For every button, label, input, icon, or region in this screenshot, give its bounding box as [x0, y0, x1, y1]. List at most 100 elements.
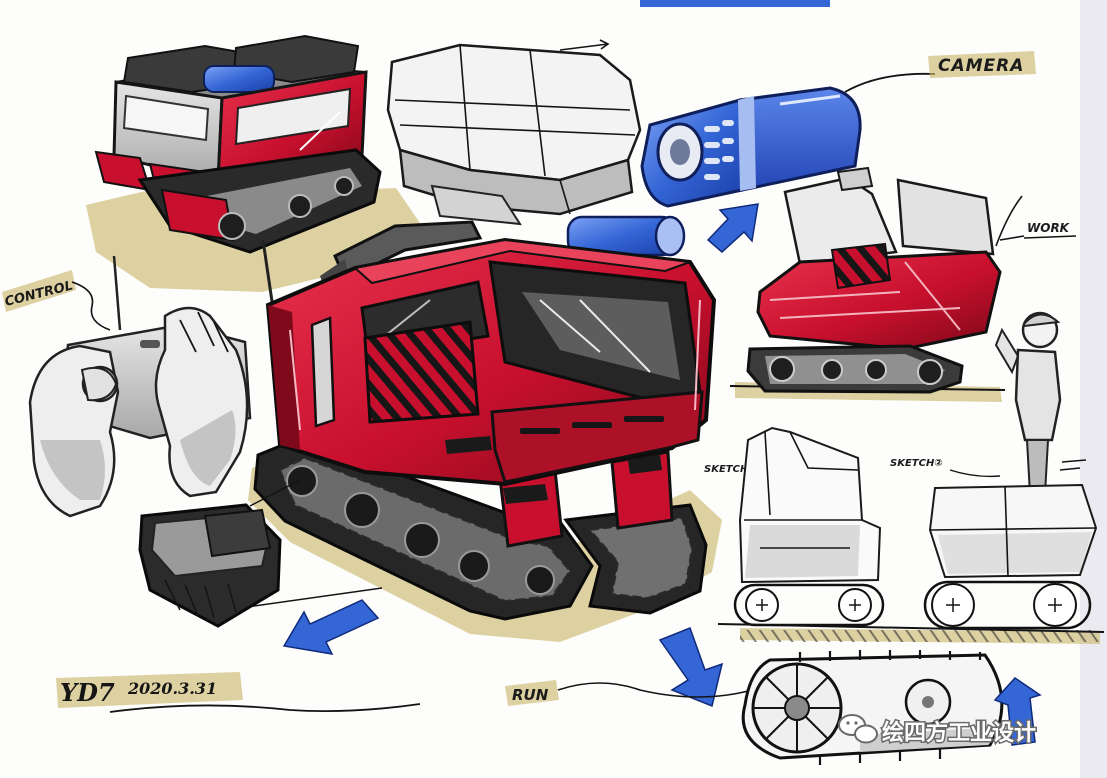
controller-antenna — [112, 255, 122, 331]
volume-foot — [430, 184, 522, 226]
work-underline — [1023, 235, 1077, 239]
work-label: WORK — [1027, 221, 1071, 235]
ground-line — [717, 623, 1105, 633]
camera-vent-slots — [704, 120, 734, 180]
top-box-right — [896, 178, 995, 256]
top-blue-strip — [640, 0, 830, 7]
watermark-text: 绘四方工业设计 — [882, 720, 1036, 746]
run-label: RUN — [512, 686, 549, 704]
remote-controller-in-hands — [28, 255, 252, 518]
left-thumb — [80, 366, 118, 402]
up-right-arrow-icon — [706, 203, 759, 254]
camera-leader-line — [844, 72, 936, 93]
road-wheel — [404, 522, 440, 558]
right-hand-shade — [180, 410, 236, 486]
sketch-1-outline — [733, 426, 885, 627]
run-leader-line — [557, 682, 753, 698]
sketch-1-lines — [744, 431, 862, 549]
striped-panel — [363, 320, 480, 424]
module-segments — [164, 579, 237, 619]
track-wheel — [821, 359, 843, 381]
camera-band — [738, 96, 756, 191]
track-wheel — [917, 359, 943, 385]
right-track-band — [588, 516, 694, 600]
wheel-crosses — [756, 599, 861, 611]
signature-squiggle — [109, 703, 421, 713]
up-arrow-icon — [993, 677, 1042, 746]
drive-wheel-hub — [784, 695, 810, 721]
sketch-1-shade — [745, 525, 860, 578]
headlight — [628, 455, 662, 474]
body-highlights — [769, 261, 961, 331]
top-box-cap — [836, 166, 874, 192]
khaki-label-highlight-camera — [928, 51, 1036, 78]
door-handle — [310, 316, 336, 428]
drive-wheel-spokes — [753, 664, 841, 752]
window-reflection — [522, 292, 680, 380]
main-crawler-vehicle — [248, 215, 722, 642]
sketch-1-label: SKETCH① — [704, 464, 757, 475]
khaki-label-highlight-run — [505, 680, 559, 706]
camera-lens-core — [670, 139, 690, 165]
work-vehicle-side-view — [729, 166, 1025, 402]
operator-body — [1014, 348, 1062, 442]
platform-shade — [938, 532, 1092, 574]
camera-module — [640, 72, 936, 208]
ground-hatching — [740, 630, 1100, 642]
front-leg-right — [610, 450, 674, 530]
track-teeth — [798, 650, 982, 765]
khaki-label-highlight-control — [2, 270, 76, 312]
grey-volume-sketch — [386, 39, 642, 226]
left-hand-shade — [40, 440, 105, 500]
front-lower-panel — [490, 390, 704, 484]
body-highlights — [289, 299, 701, 431]
work-leader-line — [995, 195, 1025, 247]
wheel-crosses — [946, 598, 1062, 612]
road-wheel — [458, 550, 490, 582]
wechat-icon — [838, 714, 878, 744]
track-wheel — [769, 356, 795, 382]
module-leader-line — [239, 479, 383, 609]
track-wheel — [288, 194, 312, 218]
sketch-2-outline — [923, 459, 1098, 630]
camera-cylinder-end — [654, 215, 686, 257]
module-block — [203, 508, 272, 558]
side-lamp — [445, 436, 492, 454]
cab-roof — [352, 238, 691, 285]
khaki-signature-highlight — [56, 672, 243, 708]
track-module-detail — [138, 479, 383, 628]
window-glint — [539, 299, 651, 373]
road-wheel — [344, 492, 380, 528]
sketch-2-leader — [949, 469, 1001, 478]
track-band — [765, 354, 945, 384]
track-wheel — [218, 212, 246, 240]
watermark: 绘四方工业设计 — [838, 714, 1038, 748]
road-wheel — [525, 565, 555, 595]
track-wheel — [865, 359, 887, 381]
control-leader-line — [71, 281, 111, 331]
controller-button — [140, 340, 160, 348]
right-hand-fingers — [179, 311, 229, 353]
mini-camera-cylinder — [203, 65, 275, 93]
front-slash — [299, 111, 341, 151]
front-vent-slits — [520, 416, 664, 434]
right-edge-shadow — [1080, 0, 1107, 778]
sketch-2-label: SKETCH② — [890, 458, 943, 469]
track-wheel — [334, 176, 354, 196]
volume-arrow — [559, 39, 610, 51]
signature: YD7 — [60, 678, 115, 707]
track-wheel-detail — [741, 650, 1004, 765]
work-vehicle-grill — [830, 242, 892, 290]
operator-cap — [1023, 313, 1061, 328]
road-wheel — [286, 465, 318, 497]
down-left-arrow-icon — [282, 599, 380, 655]
camera-highlight — [779, 94, 841, 106]
headlight — [503, 484, 548, 504]
front-block — [160, 188, 235, 242]
platform-lines — [929, 459, 1097, 577]
sketch-2-track — [923, 580, 1092, 630]
track-shade — [860, 728, 991, 752]
operator-arm — [994, 327, 1020, 375]
camera-label: CAMERA — [938, 56, 1024, 76]
